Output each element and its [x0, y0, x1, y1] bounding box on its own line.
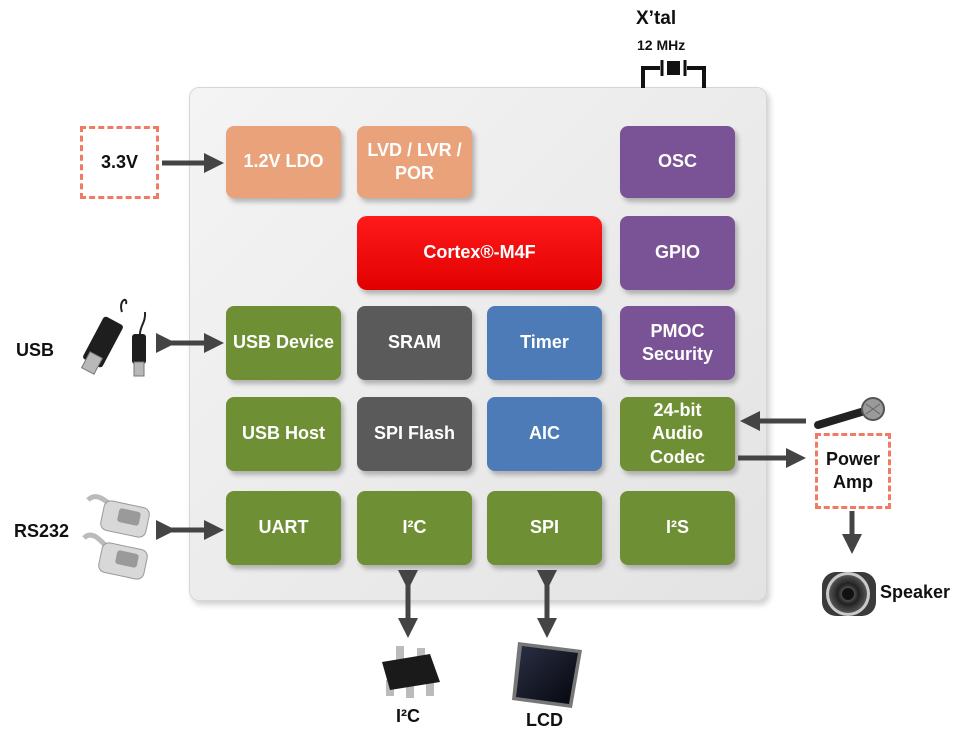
i2s-block: I²S	[620, 491, 735, 565]
timer-label: Timer	[520, 332, 569, 353]
sram-label: SRAM	[388, 332, 441, 353]
ldo-block: 1.2V LDO	[226, 126, 341, 198]
i2c-device-label: I²C	[396, 706, 420, 726]
uart-block: UART	[226, 491, 341, 565]
ldo-label: 1.2V LDO	[243, 151, 324, 172]
osc-label: OSC	[657, 151, 697, 172]
power-amp-box: Power Amp	[815, 433, 891, 509]
cpu-label: Cortex®-M4F	[423, 242, 536, 263]
lvd-label: LVD / LVR / POR	[367, 139, 462, 183]
speaker-label: Speaker	[880, 582, 951, 602]
i2c-chip-icon	[382, 646, 440, 698]
power-amp-label: Power Amp	[825, 448, 881, 492]
speaker-icon	[822, 572, 876, 616]
usb-label: USB	[16, 340, 55, 360]
rs232-label: RS232	[14, 521, 70, 541]
spi-flash-label: SPI Flash	[373, 423, 456, 444]
usb-device-block: USB Device	[226, 306, 341, 380]
codec-block: 24-bit Audio Codec	[620, 397, 735, 471]
microphone-icon	[814, 397, 885, 429]
rs232-connector-icon	[82, 494, 150, 580]
spi-block: SPI	[487, 491, 602, 565]
codec-label: 24-bit Audio Codec	[649, 399, 705, 467]
osc-block: OSC	[620, 126, 735, 198]
usb-device-label: USB Device	[232, 332, 335, 353]
crystal-frequency: 12 MHz	[637, 37, 686, 53]
i2c-block: I²C	[357, 491, 472, 565]
gpio-block: GPIO	[620, 216, 735, 290]
lcd-icon	[512, 642, 582, 708]
usb-host-label: USB Host	[241, 423, 325, 444]
aic-label: AIC	[529, 423, 560, 444]
crystal-icon	[641, 60, 706, 88]
spi-flash-block: SPI Flash	[357, 397, 472, 471]
lcd-label: LCD	[526, 710, 563, 730]
aic-block: AIC	[487, 397, 602, 471]
i2s-label: I²S	[665, 517, 689, 538]
cpu-block: Cortex®-M4F	[357, 216, 602, 290]
usb-plug-icon	[80, 298, 147, 377]
crystal-title: X’tal	[636, 8, 677, 29]
timer-block: Timer	[487, 306, 602, 380]
usb-host-block: USB Host	[226, 397, 341, 471]
spi-label: SPI	[529, 517, 559, 538]
sram-block: SRAM	[357, 306, 472, 380]
i2c-label: I²C	[402, 517, 427, 538]
power-input-box: 3.3V	[80, 126, 159, 199]
uart-label: UART	[258, 517, 309, 538]
gpio-label: GPIO	[654, 242, 700, 263]
lvd-block: LVD / LVR / POR	[357, 126, 472, 198]
power-input-label: 3.3V	[100, 151, 139, 172]
pmoc-label: PMOC Security	[641, 320, 714, 364]
pmoc-block: PMOC Security	[620, 306, 735, 380]
